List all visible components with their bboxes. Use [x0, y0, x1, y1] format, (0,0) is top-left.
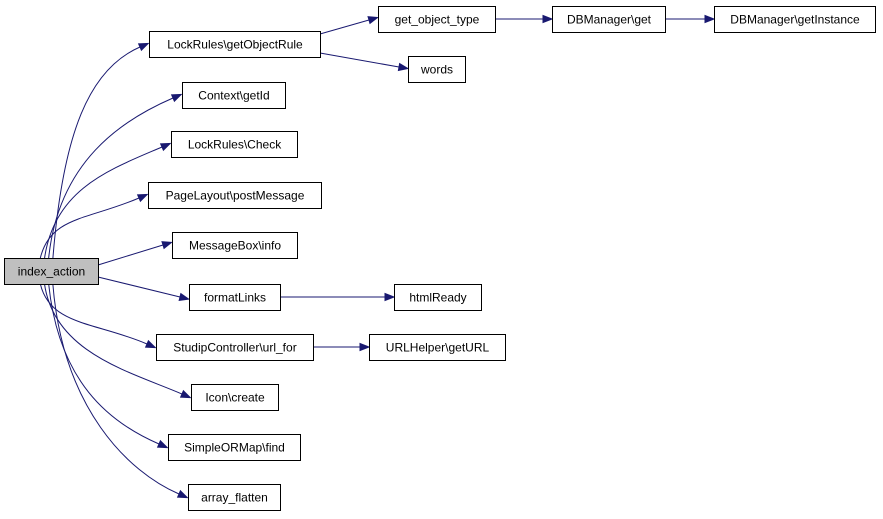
node-getinstance[interactable]: DBManager\getInstance [714, 6, 876, 33]
node-box [394, 284, 482, 311]
node-box [171, 131, 298, 158]
node-box [191, 384, 279, 411]
node-box [4, 258, 99, 285]
node-label: array_flatten [201, 491, 268, 505]
node-box [168, 434, 301, 461]
node-box [148, 182, 322, 209]
node-find[interactable]: SimpleORMap\find [168, 434, 301, 461]
node-get-object-type[interactable]: get_object_type [378, 6, 496, 33]
edge-index-action-to-postmessage [39, 193, 149, 259]
node-getobjectrule[interactable]: LockRules\getObjectRule [149, 31, 321, 58]
node-postmessage[interactable]: PageLayout\postMessage [148, 182, 322, 209]
node-getid[interactable]: Context\getId [182, 82, 286, 109]
edge-dbget-to-getinstance [665, 14, 716, 24]
node-box [188, 484, 281, 511]
node-label: PageLayout\postMessage [166, 189, 305, 203]
edge-index-action-to-url-for [39, 283, 157, 349]
node-dbget[interactable]: DBManager\get [552, 6, 666, 33]
node-box [378, 6, 496, 33]
node-htmlready[interactable]: htmlReady [394, 284, 482, 311]
arrowhead-icon [136, 193, 149, 203]
node-formatlinks[interactable]: formatLinks [189, 284, 281, 311]
edge-index-action-to-array-flatten [52, 283, 189, 499]
nodes-layer: index_action LockRules\getObjectRuleConte… [4, 6, 876, 511]
node-box [149, 31, 321, 58]
edges-layer [39, 14, 716, 499]
arrowhead-icon [179, 389, 192, 399]
node-box [172, 232, 298, 259]
node-box [552, 6, 666, 33]
arrowhead-icon [170, 93, 183, 103]
edge-index-action-to-getobjectrule [52, 42, 150, 259]
node-url-for[interactable]: StudipController\url_for [156, 334, 314, 361]
arrowhead-icon [159, 142, 172, 152]
arrowhead-icon [161, 241, 173, 250]
arrowhead-icon [397, 62, 410, 72]
node-label: DBManager\get [567, 13, 652, 27]
node-label: formatLinks [204, 291, 266, 305]
node-check[interactable]: LockRules\Check [171, 131, 298, 158]
edge-get-object-type-to-dbget [495, 14, 554, 24]
edge-index-action-to-check [44, 142, 172, 259]
node-label: Context\getId [198, 89, 269, 103]
node-label: get_object_type [395, 13, 480, 27]
node-label: MessageBox\info [189, 239, 281, 253]
node-box [369, 334, 506, 361]
node-label: URLHelper\getURL [386, 341, 490, 355]
node-info[interactable]: MessageBox\info [172, 232, 298, 259]
node-label: StudipController\url_for [173, 341, 296, 355]
edge-getobjectrule-to-get-object-type [319, 16, 379, 35]
node-label: index_action [18, 265, 85, 279]
edge-index-action-to-iconcreate [44, 283, 192, 399]
node-box [182, 82, 286, 109]
arrowhead-icon [144, 339, 157, 349]
edge-url-for-to-geturl [313, 342, 371, 352]
node-label: words [420, 63, 453, 77]
node-label: LockRules\getObjectRule [167, 38, 303, 52]
arrowhead-icon [137, 42, 150, 52]
node-box [189, 284, 281, 311]
node-label: Icon\create [205, 391, 265, 405]
node-geturl[interactable]: URLHelper\getURL [369, 334, 506, 361]
arrowhead-icon [704, 14, 716, 24]
edge-index-action-to-info [97, 241, 173, 266]
arrowhead-icon [156, 439, 169, 449]
node-box [408, 56, 466, 83]
arrowhead-icon [176, 489, 189, 499]
arrowhead-icon [384, 292, 396, 302]
arrowhead-icon [367, 16, 379, 25]
node-label: LockRules\Check [188, 138, 282, 152]
node-label: DBManager\getInstance [730, 13, 860, 27]
arrowhead-icon [542, 14, 554, 24]
node-index-action[interactable]: index_action [4, 258, 99, 285]
edge-index-action-to-getid [48, 93, 183, 259]
node-box [714, 6, 876, 33]
node-iconcreate[interactable]: Icon\create [191, 384, 279, 411]
edge-index-action-to-find [48, 283, 169, 449]
node-words[interactable]: words [408, 56, 466, 83]
node-label: htmlReady [409, 291, 466, 305]
edge-index-action-to-formatlinks [97, 276, 191, 301]
edge-formatlinks-to-htmlready [280, 292, 396, 302]
node-array-flatten[interactable]: array_flatten [188, 484, 281, 511]
node-label: SimpleORMap\find [184, 441, 285, 455]
arrowhead-icon [359, 342, 371, 352]
arrowhead-icon [178, 292, 191, 301]
node-box [156, 334, 314, 361]
edge-getobjectrule-to-words [319, 52, 410, 72]
